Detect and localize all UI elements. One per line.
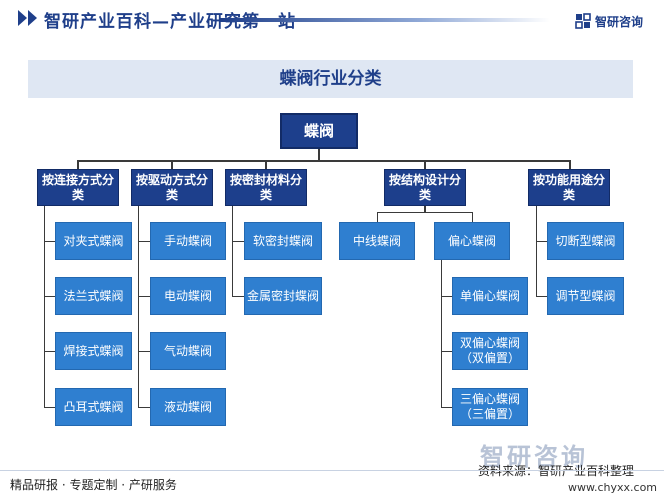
title-banner <box>28 60 633 98</box>
leaf-node: 气动蝶阀 <box>150 332 226 370</box>
brand-name: 智研咨询 <box>595 15 644 29</box>
sub-leaf-node: 单偏心蝶阀 <box>452 277 528 315</box>
connector <box>232 205 233 297</box>
connector <box>77 160 571 162</box>
connector <box>441 407 453 408</box>
source-label: 资料来源：智研产业百科整理 <box>478 464 635 478</box>
leaf-node: 焊接式蝶阀 <box>55 332 132 370</box>
category-node-seal: 按密封材料分类 <box>225 169 307 206</box>
connector <box>377 212 378 222</box>
connector <box>377 212 473 213</box>
leaf-node: 对夹式蝶阀 <box>55 222 132 260</box>
connector <box>441 351 453 352</box>
footer-brand-watermark: 智研咨询 <box>480 443 588 471</box>
leaf-node: 电动蝶阀 <box>150 277 226 315</box>
connector <box>536 205 537 297</box>
connector <box>232 296 245 297</box>
connector <box>44 241 56 242</box>
connector <box>232 241 245 242</box>
leaf-node: 偏心蝶阀 <box>434 222 510 260</box>
leaf-node: 液动蝶阀 <box>150 388 226 426</box>
header-rule <box>220 18 550 22</box>
category-node-structure: 按结构设计分类 <box>384 169 466 206</box>
connector <box>536 241 548 242</box>
connector <box>138 296 151 297</box>
leaf-node: 调节型蝶阀 <box>547 277 624 315</box>
zhiyan-logo-icon <box>575 13 591 29</box>
connector <box>569 160 571 170</box>
leaf-node: 中线蝶阀 <box>339 222 415 260</box>
header-arrow-icon <box>18 10 27 26</box>
connector <box>265 160 267 170</box>
site-title: 智研产业百科—产业研究第一站 <box>44 12 296 32</box>
category-node-drive: 按驱动方式分类 <box>131 169 213 206</box>
connector <box>44 351 56 352</box>
connector <box>536 296 548 297</box>
connector <box>424 205 426 213</box>
sub-leaf-node: 双偏心蝶阀（双偏置） <box>452 332 528 370</box>
connector <box>44 407 56 408</box>
leaf-node: 凸耳式蝶阀 <box>55 388 132 426</box>
root-node: 蝶阀 <box>280 113 358 149</box>
connector <box>441 259 442 407</box>
category-node-connection: 按连接方式分类 <box>37 169 119 206</box>
connector <box>138 241 151 242</box>
leaf-node: 金属密封蝶阀 <box>244 277 322 315</box>
connector <box>138 205 139 408</box>
footer-services: 精品研报 · 专题定制 · 产研服务 <box>10 478 177 492</box>
leaf-node: 手动蝶阀 <box>150 222 226 260</box>
connector <box>138 407 151 408</box>
diagram-title: 蝶阀行业分类 <box>279 69 382 89</box>
connector <box>171 160 173 170</box>
leaf-node: 切断型蝶阀 <box>547 222 624 260</box>
connector <box>441 296 453 297</box>
header-arrow-icon <box>28 10 37 26</box>
connector <box>77 160 79 170</box>
leaf-node: 软密封蝶阀 <box>244 222 322 260</box>
connector <box>138 351 151 352</box>
sub-leaf-node: 三偏心蝶阀（三偏置） <box>452 388 528 426</box>
connector <box>44 205 45 408</box>
footer-rule <box>0 470 664 471</box>
connector <box>318 148 320 161</box>
footer-url: www.chyxx.com <box>568 481 658 494</box>
connector <box>472 212 473 222</box>
connector <box>424 160 426 170</box>
category-node-function: 按功能用途分类 <box>528 169 610 206</box>
leaf-node: 法兰式蝶阀 <box>55 277 132 315</box>
connector <box>44 296 56 297</box>
